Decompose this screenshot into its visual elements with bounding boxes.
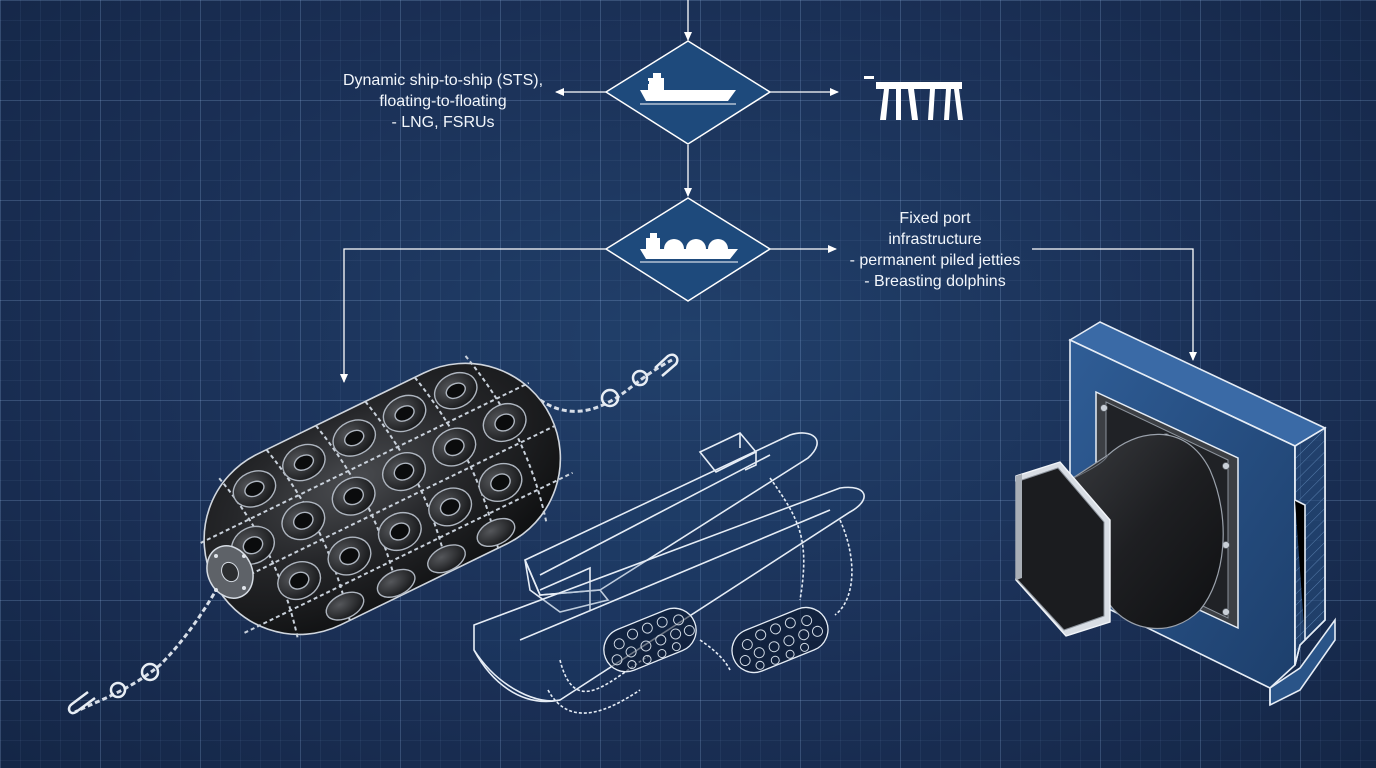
connector-to-pneumatic-fender — [344, 249, 606, 382]
cone-fender-assembly — [1016, 322, 1335, 705]
connector-lines — [344, 0, 1193, 382]
sts-label-line3: - LNG, FSRUs — [334, 112, 552, 133]
sts-label-line2: floating-to-floating — [334, 91, 552, 112]
fixed-label-line2: infrastructure — [842, 229, 1028, 250]
sts-fender-right — [725, 601, 834, 679]
sts-label: Dynamic ship-to-ship (STS), floating-to-… — [334, 70, 552, 133]
swivel-icon — [69, 664, 158, 713]
sts-label-line1: Dynamic ship-to-ship (STS), — [334, 70, 552, 91]
fixed-label-line1: Fixed port — [842, 208, 1028, 229]
fixed-label-line3: - permanent piled jetties — [842, 250, 1028, 271]
decision-diamond-bottom — [606, 198, 770, 301]
decision-diamond-top — [606, 41, 770, 144]
fixed-label-line4: - Breasting dolphins — [842, 271, 1028, 292]
jetty-icon — [864, 76, 963, 120]
fixed-infrastructure-label: Fixed port infrastructure - permanent pi… — [842, 208, 1028, 292]
shackle-icon — [602, 355, 677, 406]
